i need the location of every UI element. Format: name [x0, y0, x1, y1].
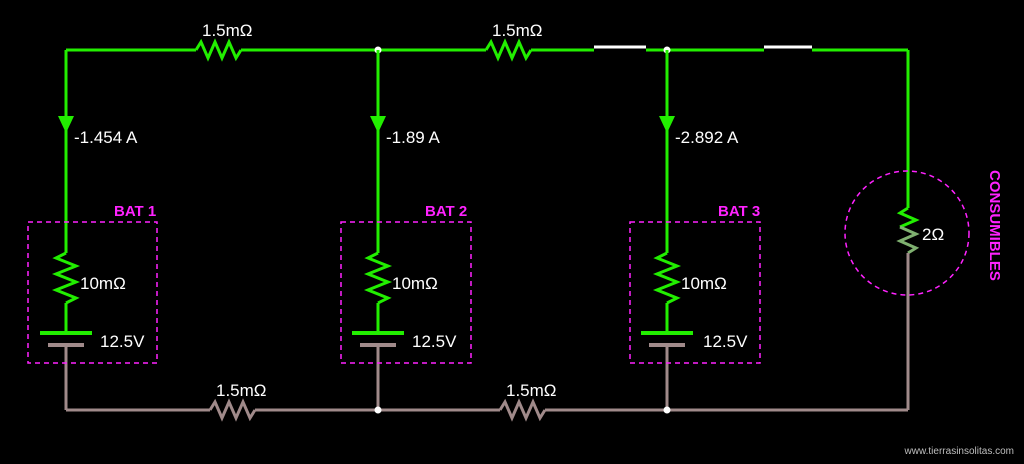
top-resistor-2-label: 1.5mΩ — [492, 21, 543, 40]
load-group-outline — [844, 170, 970, 296]
battery-3-resistance: 10mΩ — [681, 274, 727, 293]
load — [844, 50, 970, 410]
battery-1-voltage: 12.5V — [100, 332, 145, 351]
positive-bus — [66, 38, 908, 62]
bottom-resistor-2-icon — [498, 398, 547, 422]
battery-1-name: BAT 1 — [114, 203, 156, 220]
current-arrow-icon — [659, 116, 675, 133]
current-arrow-icon — [58, 116, 74, 133]
battery-group-outline — [629, 221, 761, 364]
bottom-resistor-1-icon — [208, 398, 257, 422]
variable-resistor-icon — [896, 206, 920, 229]
battery-3-voltage: 12.5V — [703, 332, 748, 351]
battery-1-current: -1.454 A — [74, 128, 138, 147]
battery-group-outline — [27, 221, 158, 364]
battery-3-current: -2.892 A — [675, 128, 739, 147]
internal-resistor-icon — [363, 251, 393, 305]
battery-1 — [27, 50, 158, 410]
load-resistance: 2Ω — [922, 225, 944, 244]
internal-resistor-icon — [652, 251, 682, 305]
battery-2 — [340, 50, 472, 410]
battery-2-resistance: 10mΩ — [392, 274, 438, 293]
battery-2-name: BAT 2 — [425, 203, 467, 220]
battery-group-outline — [340, 221, 472, 364]
top-resistor-1-label: 1.5mΩ — [202, 21, 253, 40]
battery-2-voltage: 12.5V — [412, 332, 457, 351]
internal-resistor-icon — [51, 251, 81, 305]
battery-3-name: BAT 3 — [718, 203, 760, 220]
bottom-resistor-2-label: 1.5mΩ — [506, 381, 557, 400]
credit-text: www.tierrasinsolitas.com — [904, 446, 1014, 457]
load-name: CONSUMIBLES — [986, 170, 1003, 281]
battery-3 — [629, 50, 761, 410]
negative-bus — [66, 398, 908, 422]
junction-icon — [374, 406, 382, 414]
junction-icon — [663, 406, 671, 414]
top-resistor-1-icon — [194, 38, 243, 62]
current-arrow-icon — [370, 116, 386, 133]
bottom-resistor-1-label: 1.5mΩ — [216, 381, 267, 400]
battery-1-resistance: 10mΩ — [80, 274, 126, 293]
top-resistor-2-icon — [484, 38, 533, 62]
battery-2-current: -1.89 A — [386, 128, 441, 147]
